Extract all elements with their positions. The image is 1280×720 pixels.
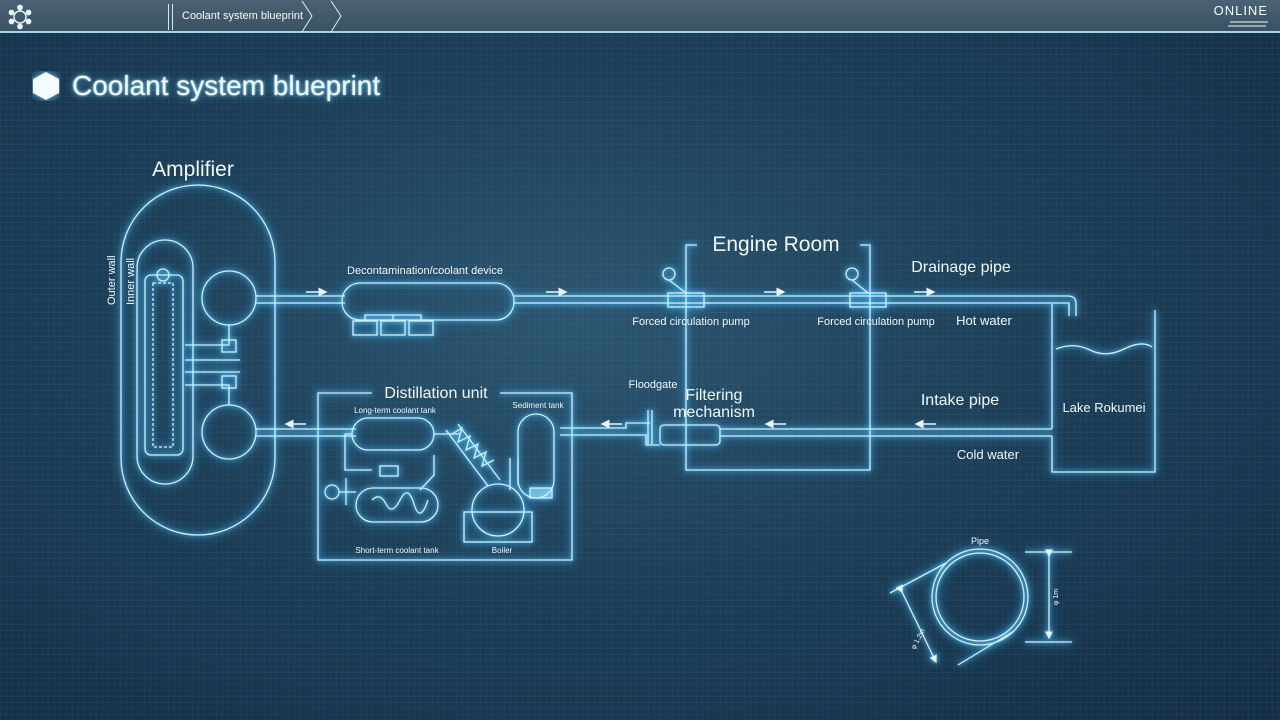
upper-pipe xyxy=(256,282,1077,336)
chevron-right-icon xyxy=(301,0,342,33)
filtering-label-1: Filtering xyxy=(686,387,743,404)
amplifier-label: Amplifier xyxy=(152,158,234,181)
pipe-inner-dimension: φ 1m xyxy=(1053,589,1060,605)
outer-wall-label: Outer wall xyxy=(106,255,118,305)
short-term-tank-label: Short-term coolant tank xyxy=(355,546,439,555)
lake-label: Lake Rokumei xyxy=(1062,400,1145,415)
pipe-label: Pipe xyxy=(971,536,989,546)
network-logo-icon[interactable] xyxy=(7,4,33,30)
status-badge: ONLINE xyxy=(1213,3,1268,18)
pump-label-2: Forced circulation pump xyxy=(817,316,934,328)
engine-room-label: Engine Room xyxy=(712,233,839,256)
decon-device-label: Decontamination/coolant device xyxy=(347,265,503,277)
lake-tank xyxy=(1051,304,1156,473)
status-underline-icon xyxy=(1228,21,1268,27)
floodgate-label: Floodgate xyxy=(629,379,678,391)
page-title: Coolant system blueprint xyxy=(72,70,381,101)
intake-pipe-label: Intake pipe xyxy=(921,392,999,409)
breadcrumb[interactable]: Coolant system blueprint xyxy=(182,10,304,22)
cold-water-label: Cold water xyxy=(957,447,1020,462)
long-term-tank-label: Long-term coolant tank xyxy=(354,406,437,415)
boiler-label: Boiler xyxy=(492,546,513,555)
inner-wall-label: Inner wall xyxy=(125,258,137,305)
top-bar: Coolant system blueprint ONLINE xyxy=(0,0,1280,33)
sediment-tank-label: Sediment tank xyxy=(512,401,564,410)
filtering-label-2: mechanism xyxy=(673,404,755,421)
flow-arrow-icon xyxy=(284,287,936,429)
distillation-box xyxy=(317,392,573,561)
pump-label-1: Forced circulation pump xyxy=(632,316,749,328)
hexagon-icon xyxy=(33,72,59,100)
drainage-pipe-label: Drainage pipe xyxy=(911,259,1011,276)
lower-pipe xyxy=(256,410,1052,446)
distillation-unit-label: Distillation unit xyxy=(384,385,488,402)
breadcrumb-divider xyxy=(168,4,173,30)
engine-room-box xyxy=(662,244,887,471)
amplifier-capsule xyxy=(120,184,276,536)
pipe-cross-section xyxy=(889,548,1072,666)
hot-water-label: Hot water xyxy=(956,313,1012,328)
